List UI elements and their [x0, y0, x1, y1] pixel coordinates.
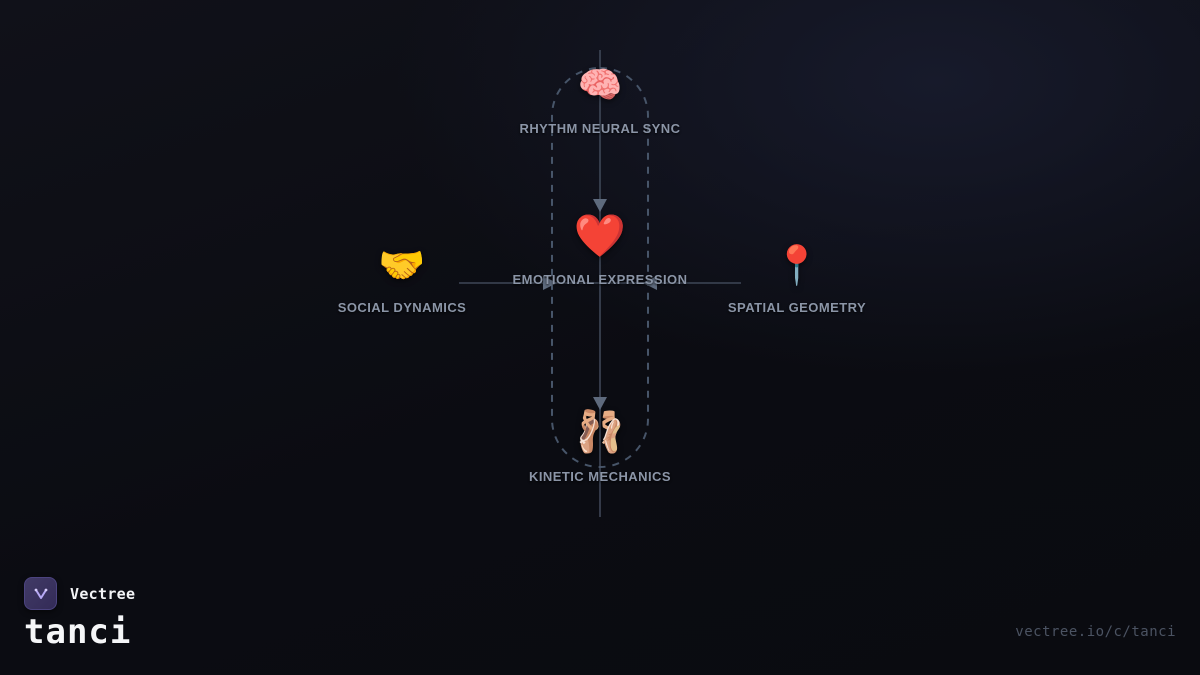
- heart-icon: ❤️: [573, 211, 627, 260]
- handshake-icon: 🤝: [378, 243, 426, 287]
- node-social-dynamics: 🤝 SOCIAL DYNAMICS: [338, 246, 467, 315]
- arrow-down-lower-icon: [593, 397, 607, 410]
- label-emotional-expression: EMOTIONAL EXPRESSION: [512, 272, 688, 287]
- vectree-logo-icon: [34, 588, 47, 599]
- brain-icon: 🧠: [577, 65, 623, 106]
- brand-name: Vectree: [70, 584, 136, 603]
- vectree-logo: [24, 577, 57, 610]
- node-spatial-geometry: 📍 SPATIAL GEOMETRY: [728, 246, 866, 315]
- arrow-down-upper-icon: [593, 199, 607, 212]
- arrow-right-icon: [543, 276, 557, 290]
- arrow-left-icon: [643, 276, 657, 290]
- node-kinetic-mechanics: 🩰 KINETIC MECHANICS: [529, 412, 671, 484]
- label-spatial-geometry: SPATIAL GEOMETRY: [727, 300, 867, 315]
- page-url: vectree.io/c/tanci: [1015, 624, 1176, 640]
- label-kinetic-mechanics: KINETIC MECHANICS: [529, 469, 671, 484]
- node-rhythm-neural-sync: 🧠 RHYTHM NEURAL SYNC: [519, 65, 681, 137]
- ballet-shoes-icon: 🩰: [575, 409, 625, 455]
- pushpin-icon: 📍: [773, 243, 821, 287]
- dashed-capsule-outline: [551, 67, 649, 468]
- brand-row: Vectree: [24, 577, 135, 610]
- node-emotional-expression: ❤️ EMOTIONAL EXPRESSION: [512, 211, 688, 288]
- page-title: tanci: [24, 612, 132, 652]
- label-social-dynamics: SOCIAL DYNAMICS: [337, 300, 467, 315]
- label-rhythm-neural-sync: RHYTHM NEURAL SYNC: [519, 121, 681, 136]
